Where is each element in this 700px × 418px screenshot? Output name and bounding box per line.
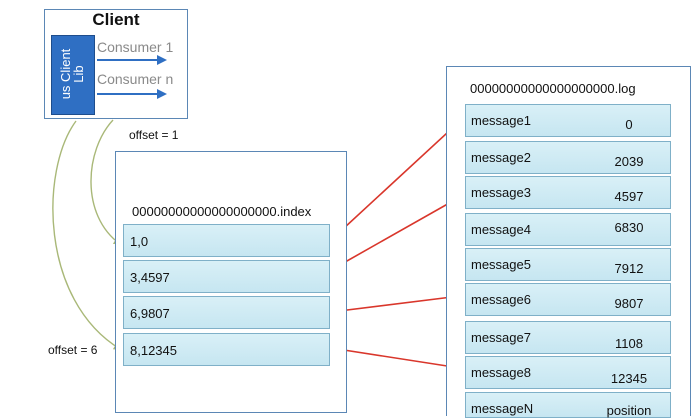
client-lib-label: us Client Lib — [58, 48, 86, 100]
log-message-row: messageN position — [465, 392, 671, 418]
client-title: Client — [92, 10, 140, 29]
message-position: 1108 — [615, 336, 643, 351]
message-name: message3 — [471, 185, 531, 200]
message-name: message6 — [471, 292, 531, 307]
consumer-arrows — [97, 55, 167, 99]
log-file-name: 00000000000000000000.log — [470, 81, 636, 96]
offset-6-curve — [52, 120, 122, 351]
message-position: 12345 — [610, 371, 648, 386]
log-message-row: message8 12345 — [465, 356, 671, 389]
log-message-row: message7 1108 — [465, 321, 671, 354]
message-name: message4 — [471, 222, 531, 237]
message-name: messageN — [471, 401, 534, 416]
index-file-name: 00000000000000000000.index — [132, 204, 312, 219]
message-position: 4597 — [614, 189, 644, 204]
message-name: message2 — [471, 150, 531, 165]
message-name: message5 — [471, 257, 531, 272]
log-message-row: message4 6830 — [465, 213, 671, 246]
pointer-arrow-4 — [330, 347, 462, 372]
pointer-arrow-2 — [330, 196, 462, 271]
consumer-n-label: Consumer n — [97, 71, 174, 87]
pointer-arrow-3 — [330, 292, 462, 313]
index-entry: 3,4597 — [123, 260, 330, 293]
offset-6-label: offset = 6 — [48, 343, 98, 357]
index-entry: 6,9807 — [123, 296, 330, 329]
offset-1-label: offset = 1 — [129, 128, 179, 142]
message-position: 9807 — [614, 296, 644, 311]
consumer-1-label: Consumer 1 — [97, 39, 174, 55]
message-position: 2039 — [614, 154, 644, 169]
log-message-row: message5 7912 — [465, 248, 671, 281]
log-message-row: message1 0 — [465, 104, 671, 137]
client-lib-block — [51, 35, 95, 115]
message-position: position — [606, 403, 652, 418]
message-position: 6830 — [614, 220, 644, 235]
message-position: 7912 — [614, 261, 644, 276]
offset-1-curve — [90, 119, 122, 246]
index-entry: 1,0 — [123, 224, 330, 257]
pointer-arrow-1 — [330, 119, 462, 241]
log-message-row: message2 2039 — [465, 141, 671, 174]
message-name: message7 — [471, 330, 531, 345]
log-message-row: message3 4597 — [465, 176, 671, 209]
message-position: 0 — [625, 117, 633, 132]
index-entry: 8,12345 — [123, 333, 330, 366]
log-message-row: message6 9807 — [465, 283, 671, 316]
message-name: message8 — [471, 365, 531, 380]
message-name: message1 — [471, 113, 531, 128]
